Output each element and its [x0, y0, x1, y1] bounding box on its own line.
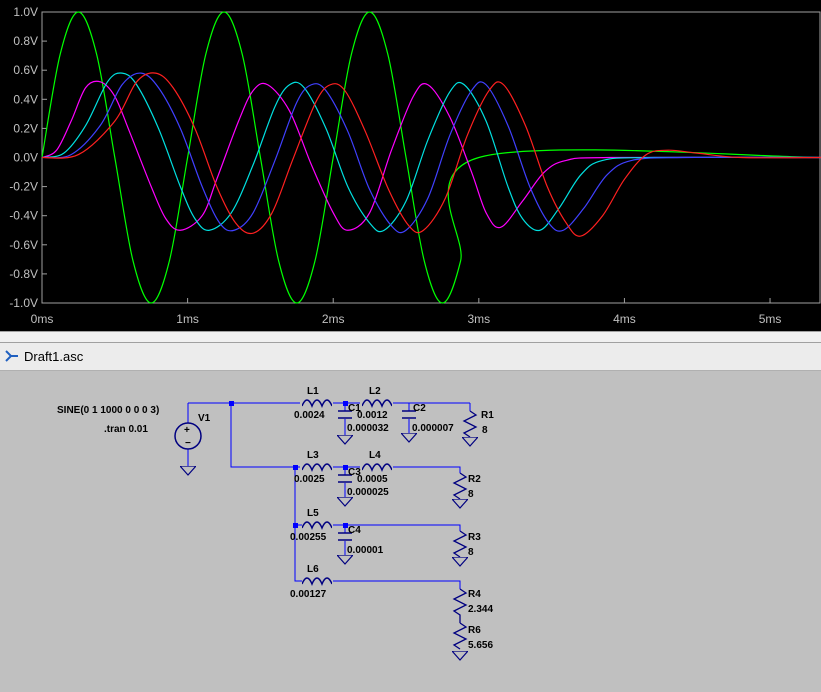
label-r6: R6	[468, 625, 481, 636]
ground-r3	[452, 557, 468, 567]
ground-c1	[337, 435, 353, 445]
y-tick-label: 0.8V	[13, 34, 38, 48]
x-tick-label: 0ms	[31, 312, 54, 326]
tran-directive[interactable]: .tran 0.01	[104, 424, 148, 435]
resistor-r6[interactable]	[452, 622, 468, 650]
series-line-2	[41, 72, 821, 233]
ground-r1	[462, 437, 478, 447]
schematic-tab-title: Draft1.asc	[24, 349, 84, 364]
value-l4: 0.0005	[357, 474, 388, 485]
label-r3: R3	[468, 532, 481, 543]
ground-c2	[401, 433, 417, 443]
inductor-l3[interactable]	[302, 463, 332, 471]
series-line-4	[41, 72, 821, 237]
label-c2: C2	[413, 403, 426, 414]
y-tick-label: 0.2V	[13, 121, 38, 135]
label-l2: L2	[369, 386, 381, 397]
x-tick-label: 3ms	[467, 312, 490, 326]
resistor-r1[interactable]	[462, 410, 478, 438]
minus-sign: −	[185, 438, 191, 449]
value-r1: 8	[482, 425, 488, 436]
ground-r2	[452, 499, 468, 509]
label-r1: R1	[481, 410, 494, 421]
value-l1: 0.0024	[294, 410, 325, 421]
value-l6: 0.00127	[290, 589, 327, 600]
capacitor-c4[interactable]	[338, 532, 352, 541]
y-tick-label: -0.2V	[9, 180, 38, 194]
plot-axes: 1.0V 0.8V 0.6V 0.4V 0.2V 0.0V -0.2V -0.4V -0.6V -…	[9, 5, 821, 326]
label-c1: C1	[348, 403, 361, 414]
y-tick-label: -0.4V	[9, 209, 38, 223]
pane-splitter[interactable]	[0, 331, 821, 343]
inductor-l6[interactable]	[302, 577, 332, 585]
value-c2: 0.000007	[412, 423, 454, 434]
label-v1: V1	[198, 413, 211, 424]
series-line-3	[41, 72, 821, 234]
schematic-labels: SINE(0 1 1000 0 0 0 3) .tran 0.01 V1 L1 …	[57, 386, 494, 651]
capacitor-c3[interactable]	[338, 474, 352, 483]
label-l6: L6	[307, 564, 319, 575]
source-spice-text: SINE(0 1 1000 0 0 0 3)	[57, 405, 159, 416]
y-tick-label: -0.6V	[9, 238, 38, 252]
inductor-l5[interactable]	[302, 521, 332, 529]
value-r4: 2.344	[468, 604, 493, 615]
y-tick-label: 0.4V	[13, 92, 38, 106]
capacitor-c2[interactable]	[402, 410, 416, 419]
label-l4: L4	[369, 450, 381, 461]
label-c4: C4	[348, 525, 361, 536]
ground-r6	[452, 651, 468, 661]
series-line-1	[41, 80, 821, 231]
waveform-plot[interactable]: 1.0V 0.8V 0.6V 0.4V 0.2V 0.0V -0.2V -0.4V -0.6V -…	[0, 0, 821, 331]
junction-dots	[229, 401, 348, 528]
series-line-0	[41, 11, 821, 304]
voltage-source-v1[interactable]: + −	[174, 422, 202, 476]
y-tick-label: -1.0V	[9, 296, 38, 310]
capacitor-c1[interactable]	[338, 410, 352, 419]
label-r4: R4	[468, 589, 481, 600]
resistor-r2[interactable]	[452, 472, 468, 500]
value-r6: 5.656	[468, 640, 493, 651]
label-l1: L1	[307, 386, 319, 397]
schematic-titlebar: Draft1.asc	[0, 343, 821, 371]
value-c1: 0.000032	[347, 423, 389, 434]
label-l5: L5	[307, 508, 319, 519]
y-tick-label: 0.0V	[13, 151, 38, 165]
value-r3: 8	[468, 547, 474, 558]
inductor-l2[interactable]	[362, 399, 392, 407]
schematic-icon	[5, 350, 18, 362]
value-r2: 8	[468, 489, 474, 500]
y-tick-label: 1.0V	[13, 5, 38, 19]
ground-c4	[337, 555, 353, 565]
value-c4: 0.00001	[347, 545, 384, 556]
schematic-canvas[interactable]: + − SINE(0 1	[0, 371, 821, 692]
y-tick-label: 0.6V	[13, 63, 38, 77]
waveform-viewer[interactable]: 1.0V 0.8V 0.6V 0.4V 0.2V 0.0V -0.2V -0.4V -0.6V -…	[0, 0, 821, 331]
value-l2: 0.0012	[357, 410, 388, 421]
value-l5: 0.00255	[290, 532, 327, 543]
x-tick-label: 5ms	[759, 312, 782, 326]
schematic-editor[interactable]: + − SINE(0 1	[0, 371, 821, 692]
label-c3: C3	[348, 467, 361, 478]
plus-sign: +	[184, 425, 190, 436]
value-c3: 0.000025	[347, 487, 389, 498]
ground-c3	[337, 497, 353, 507]
y-tick-label: -0.8V	[9, 267, 38, 281]
inductor-l4[interactable]	[362, 463, 392, 471]
resistor-r4[interactable]	[452, 588, 468, 623]
x-tick-label: 4ms	[613, 312, 636, 326]
x-tick-label: 1ms	[176, 312, 199, 326]
plot-series-layer	[41, 11, 821, 304]
label-r2: R2	[468, 474, 481, 485]
resistor-r3[interactable]	[452, 530, 468, 558]
inductor-l1[interactable]	[302, 399, 332, 407]
label-l3: L3	[307, 450, 319, 461]
value-l3: 0.0025	[294, 474, 325, 485]
x-tick-label: 2ms	[322, 312, 345, 326]
